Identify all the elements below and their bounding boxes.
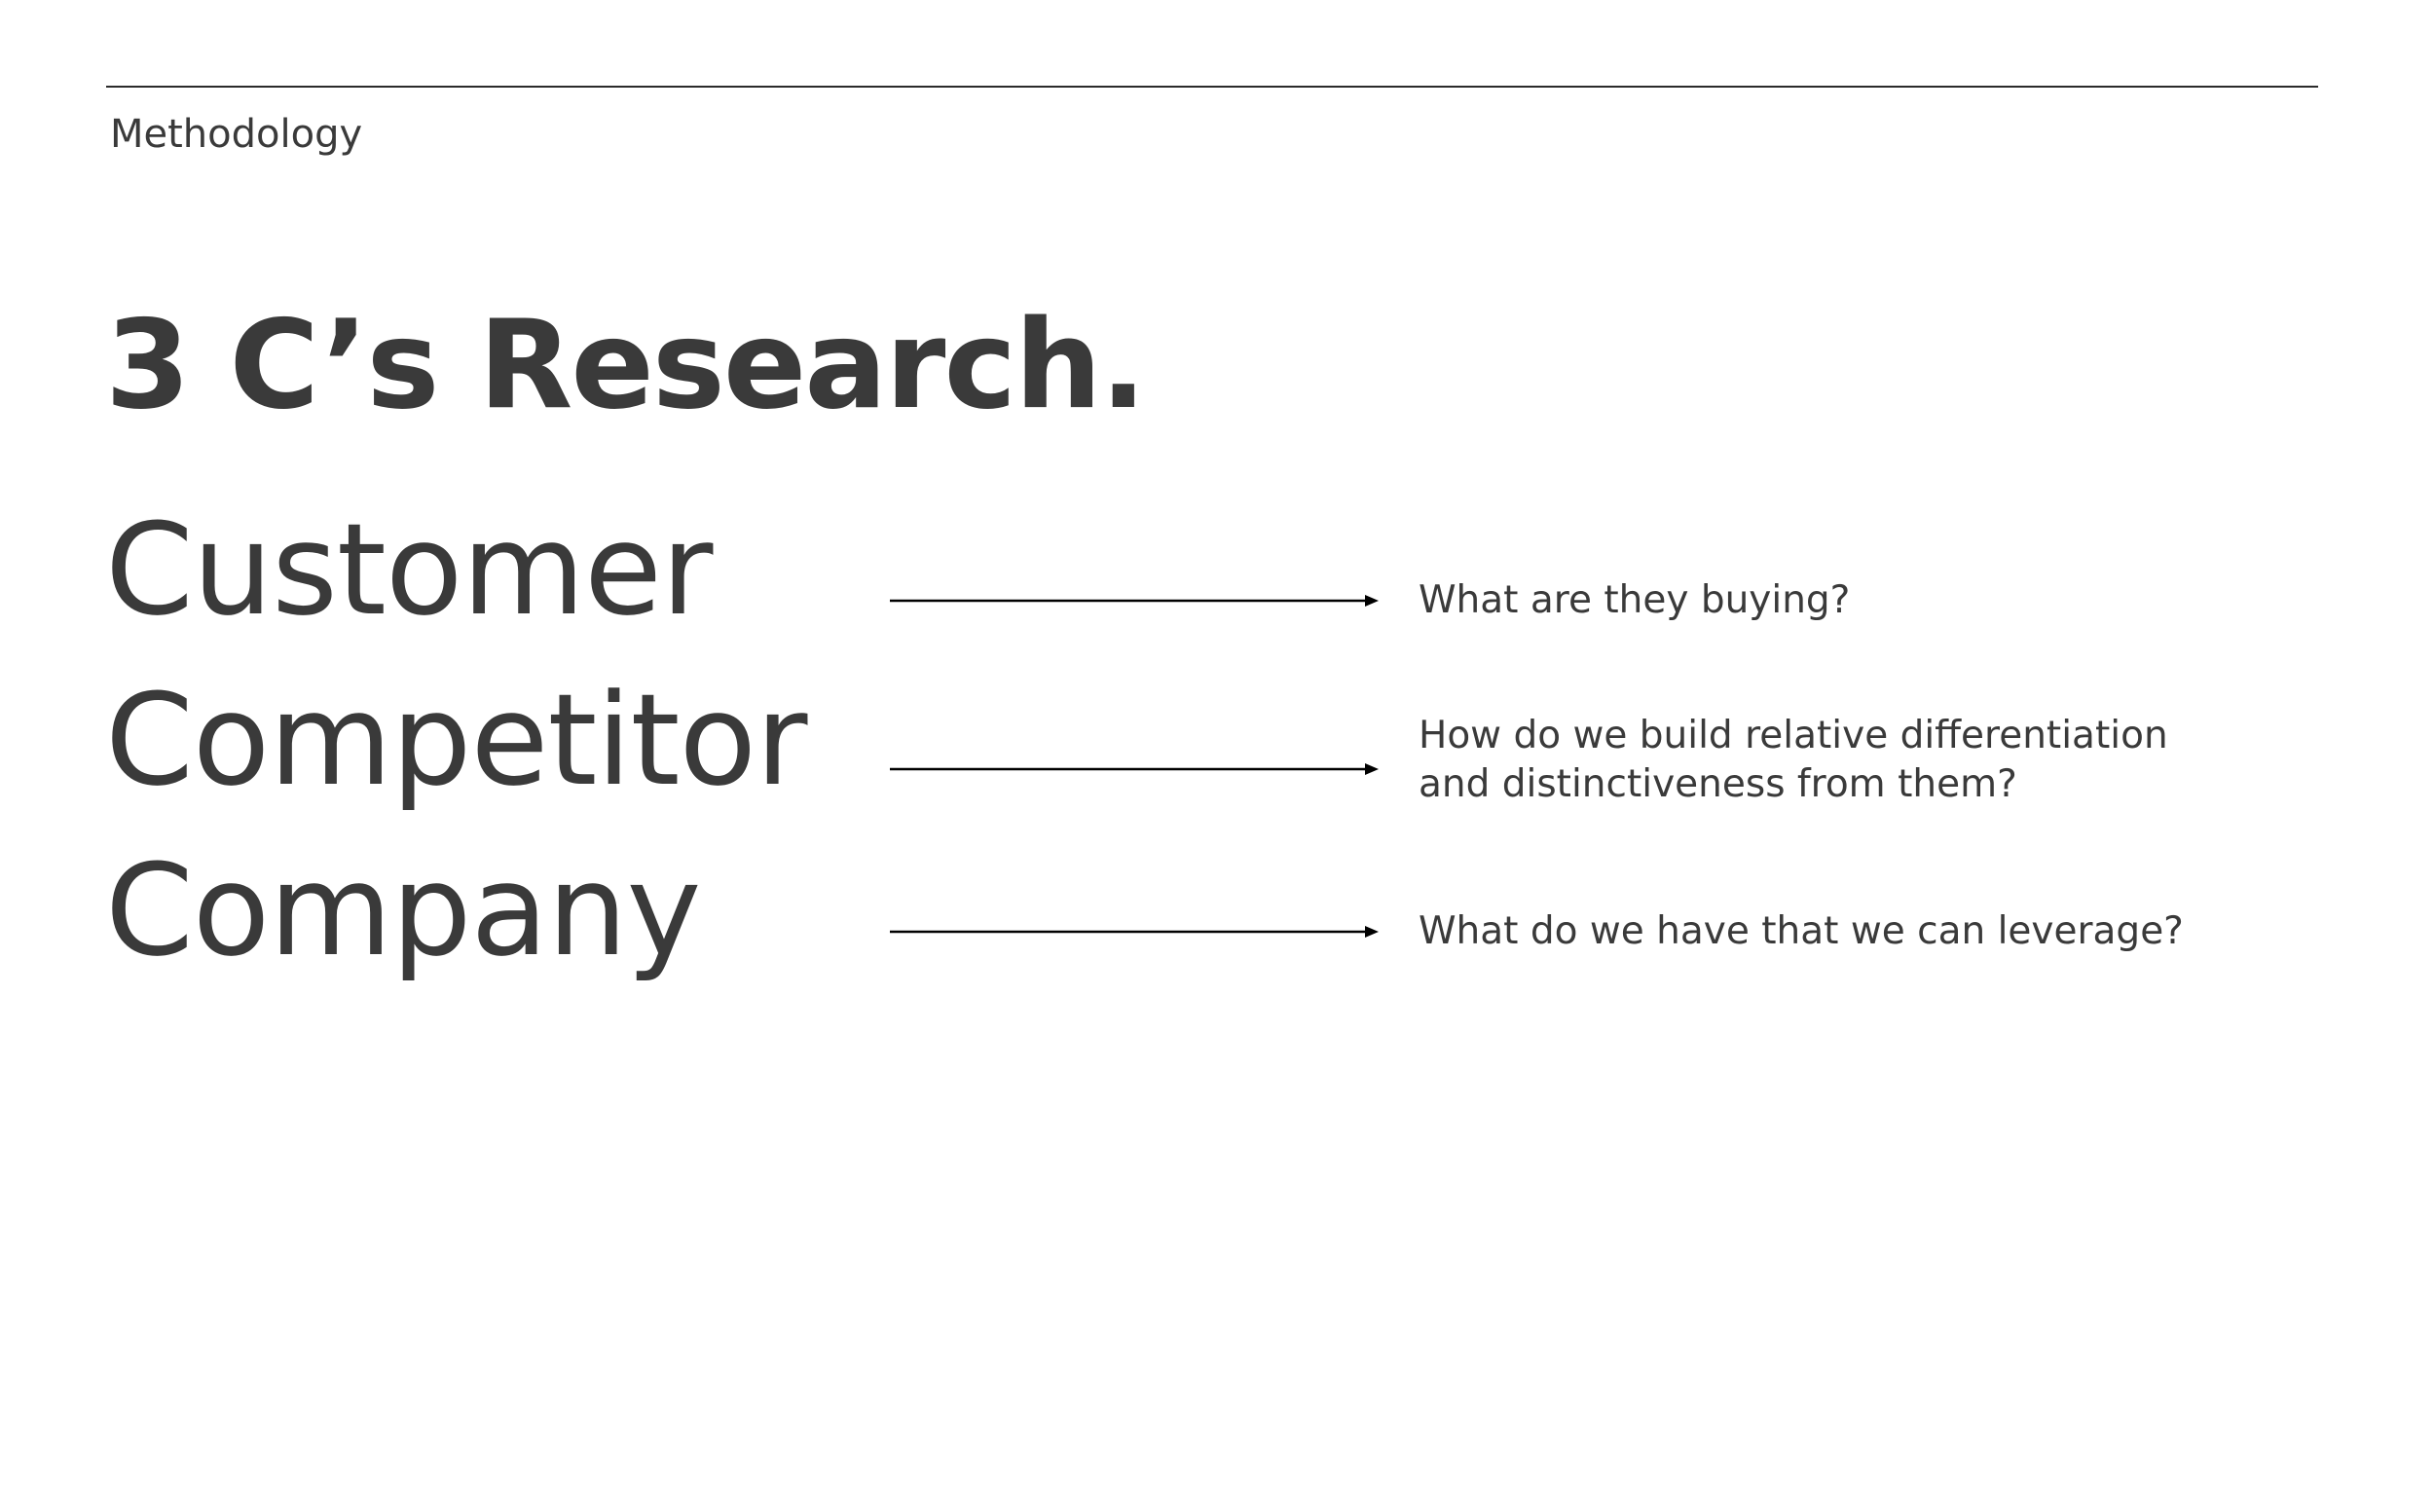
- top-divider: [106, 86, 2318, 88]
- question-line: and distinctiveness from them?: [1419, 762, 2017, 806]
- c-row-company: Company What do we have that we can leve…: [0, 837, 2434, 983]
- arrow-right-icon: [890, 595, 1379, 607]
- c-question-company: What do we have that we can leverage?: [1419, 907, 2184, 956]
- question-line: What do we have that we can leverage?: [1419, 909, 2184, 953]
- c-question-competitor: How do we build relative differentiation…: [1419, 712, 2168, 809]
- arrow-right-icon: [890, 926, 1379, 938]
- section-label: Methodology: [110, 112, 363, 157]
- c-term-customer: Customer: [105, 496, 713, 644]
- c-row-competitor: Competitor How do we build relative diff…: [0, 667, 2434, 813]
- c-question-customer: What are they buying?: [1419, 576, 1850, 625]
- question-line: How do we build relative differentiation: [1419, 714, 2168, 757]
- c-term-company: Company: [105, 836, 701, 984]
- arrow-right-icon: [890, 763, 1379, 775]
- question-line: What are they buying?: [1419, 578, 1851, 622]
- c-term-competitor: Competitor: [105, 666, 807, 814]
- page-title: 3 C’s Research.: [105, 293, 1147, 436]
- c-row-customer: Customer What are they buying?: [0, 497, 2434, 643]
